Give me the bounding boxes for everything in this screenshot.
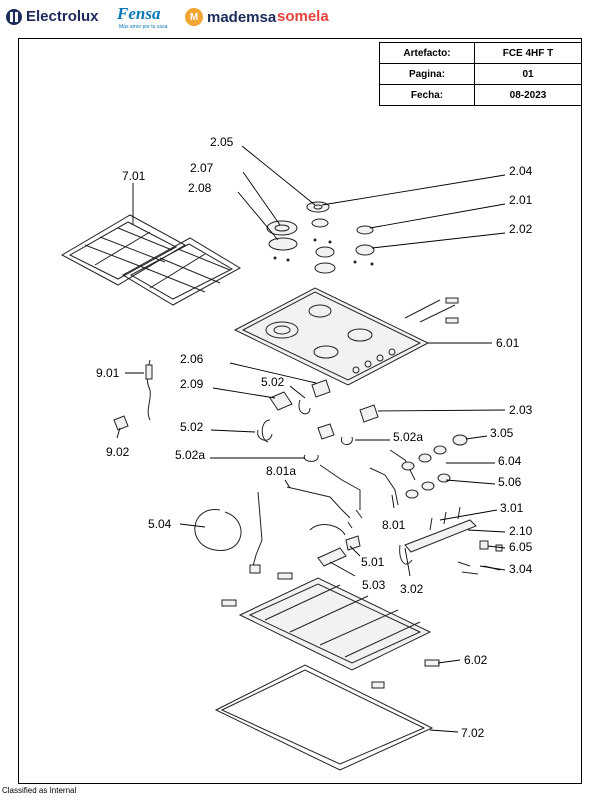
- label-2-06: 2.06: [180, 352, 204, 366]
- valves-thermocouples: [113, 359, 379, 462]
- electrolux-logo: Electrolux: [6, 8, 99, 25]
- label-2-10: 2.10: [509, 524, 533, 538]
- fensa-logo: Fensa Más amor por tu casa: [117, 4, 167, 30]
- mademsa-logo: M mademsa: [185, 8, 276, 26]
- label-2-04: 2.04: [509, 164, 533, 178]
- label-6-05: 6.05: [509, 540, 533, 554]
- gas-pipes: [286, 434, 468, 529]
- info-table: Artefacto: FCE 4HF T Pagina: 01 Fecha: 0…: [379, 42, 582, 106]
- label-7-02: 7.02: [461, 726, 485, 740]
- label-3-04: 3.04: [509, 562, 533, 576]
- diagram-frame: [18, 38, 582, 784]
- label-7-01: 7.01: [122, 169, 146, 183]
- label-3-02: 3.02: [400, 582, 424, 596]
- label-6-02: 6.02: [464, 653, 488, 667]
- label-5-04: 5.04: [148, 517, 172, 531]
- label-2-01: 2.01: [509, 193, 533, 207]
- pan-supports: [60, 214, 242, 306]
- electrolux-icon: [6, 8, 22, 25]
- label-9-01: 9.01: [96, 366, 120, 380]
- fensa-name: Fensa: [117, 4, 161, 23]
- base-tray: [221, 572, 440, 689]
- leader-lines: [116, 145, 506, 733]
- label-9-02: 9.02: [106, 445, 130, 459]
- label-3-05: 3.05: [490, 426, 514, 440]
- info-row-pagina: Pagina: 01: [379, 63, 582, 85]
- label-5-02-top: 5.02: [261, 375, 285, 389]
- somela-logo: somela: [277, 8, 329, 25]
- earth-cable: [194, 491, 263, 574]
- hob-top: [233, 287, 459, 386]
- fensa-tagline: Más amor por tu casa: [119, 24, 168, 30]
- label-6-04: 6.04: [498, 454, 522, 468]
- burner-parts: [266, 201, 375, 274]
- electrolux-name: Electrolux: [26, 8, 99, 25]
- label-8-01: 8.01: [382, 518, 406, 532]
- label-6-01: 6.01: [496, 336, 520, 350]
- mademsa-name: mademsa: [207, 8, 277, 26]
- brand-bar: Electrolux Fensa Más amor por tu casa M …: [0, 0, 600, 38]
- label-2-05: 2.05: [210, 135, 234, 149]
- label-3-01: 3.01: [500, 501, 524, 515]
- label-2-03: 2.03: [509, 403, 533, 417]
- classification-footer: Classified as Internal: [2, 786, 77, 795]
- label-2-09: 2.09: [180, 377, 204, 391]
- label-5-06: 5.06: [498, 475, 522, 489]
- label-5-02a-left: 5.02a: [175, 448, 205, 462]
- somela-name: somela: [277, 8, 329, 25]
- label-2-02: 2.02: [509, 222, 533, 236]
- label-5-02-left: 5.02: [180, 420, 204, 434]
- seal-gasket: [214, 664, 434, 771]
- label-5-02a-right: 5.02a: [393, 430, 423, 444]
- mademsa-icon: M: [185, 8, 203, 26]
- label-2-07: 2.07: [190, 161, 214, 175]
- info-value: 08-2023: [474, 84, 582, 106]
- label-5-01: 5.01: [361, 555, 385, 569]
- info-row-fecha: Fecha: 08-2023: [379, 84, 582, 106]
- label-5-03: 5.03: [362, 578, 386, 592]
- part-labels: 2.05 2.07 2.08 2.04 2.01 2.02 7.01 6.01 …: [96, 135, 533, 740]
- label-8-01a: 8.01a: [266, 464, 296, 478]
- manifold-assembly: [309, 506, 503, 575]
- label-2-08: 2.08: [188, 181, 212, 195]
